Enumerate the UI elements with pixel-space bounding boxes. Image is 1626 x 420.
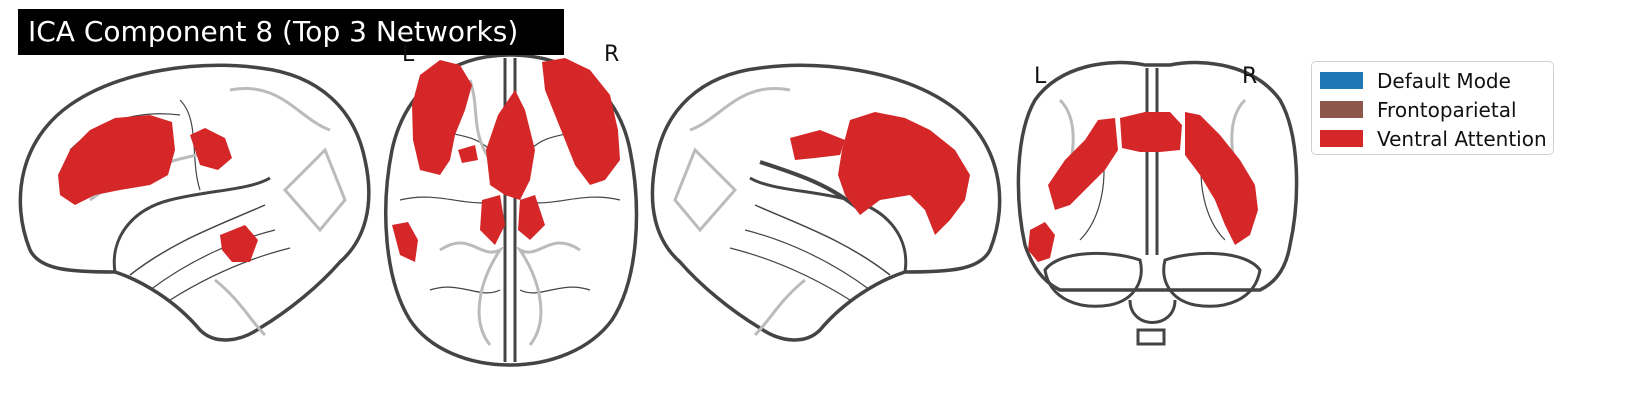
legend-item-frontoparietal: Frontoparietal <box>1320 95 1545 124</box>
sagittal-right-outline <box>650 63 1002 342</box>
activation-region <box>458 145 478 163</box>
axial-right-label: R <box>604 42 620 67</box>
sagittal-left-outline <box>18 63 371 342</box>
activation-region <box>58 115 175 205</box>
legend-label: Default Mode <box>1377 68 1511 93</box>
legend-item-default-mode: Default Mode <box>1320 66 1545 95</box>
activation-region <box>542 58 620 185</box>
sagittal-left-view <box>18 63 371 342</box>
coronal-left-label: L <box>1034 64 1047 89</box>
activation-region <box>790 130 845 160</box>
activation-region <box>486 90 535 200</box>
legend-label: Ventral Attention <box>1377 126 1547 151</box>
activation-region <box>392 222 418 262</box>
legend-swatch <box>1320 101 1363 118</box>
figure-title: ICA Component 8 (Top 3 Networks) <box>18 9 564 55</box>
activation-region <box>190 128 232 170</box>
legend: Default Mode Frontoparietal Ventral Atte… <box>1311 61 1554 155</box>
activation-region <box>1185 112 1258 245</box>
activation-region <box>1028 222 1055 262</box>
legend-swatch <box>1320 72 1363 89</box>
activation-region <box>412 60 472 175</box>
axial-view <box>384 53 639 367</box>
axial-outline <box>384 53 639 367</box>
activation-region <box>480 195 505 245</box>
axial-left-label: L <box>402 42 415 67</box>
sagittal-right-view <box>650 63 1002 342</box>
activation-region <box>1120 112 1182 152</box>
activation-region <box>518 195 545 240</box>
coronal-view <box>1016 60 1299 346</box>
activation-region <box>220 225 258 262</box>
legend-swatch <box>1320 130 1363 147</box>
legend-label: Frontoparietal <box>1377 97 1517 122</box>
legend-item-ventral-attention: Ventral Attention <box>1320 124 1547 153</box>
activation-region <box>1048 118 1118 210</box>
coronal-outline <box>1016 60 1299 292</box>
coronal-right-label: R <box>1242 64 1258 89</box>
activation-region <box>838 112 970 235</box>
